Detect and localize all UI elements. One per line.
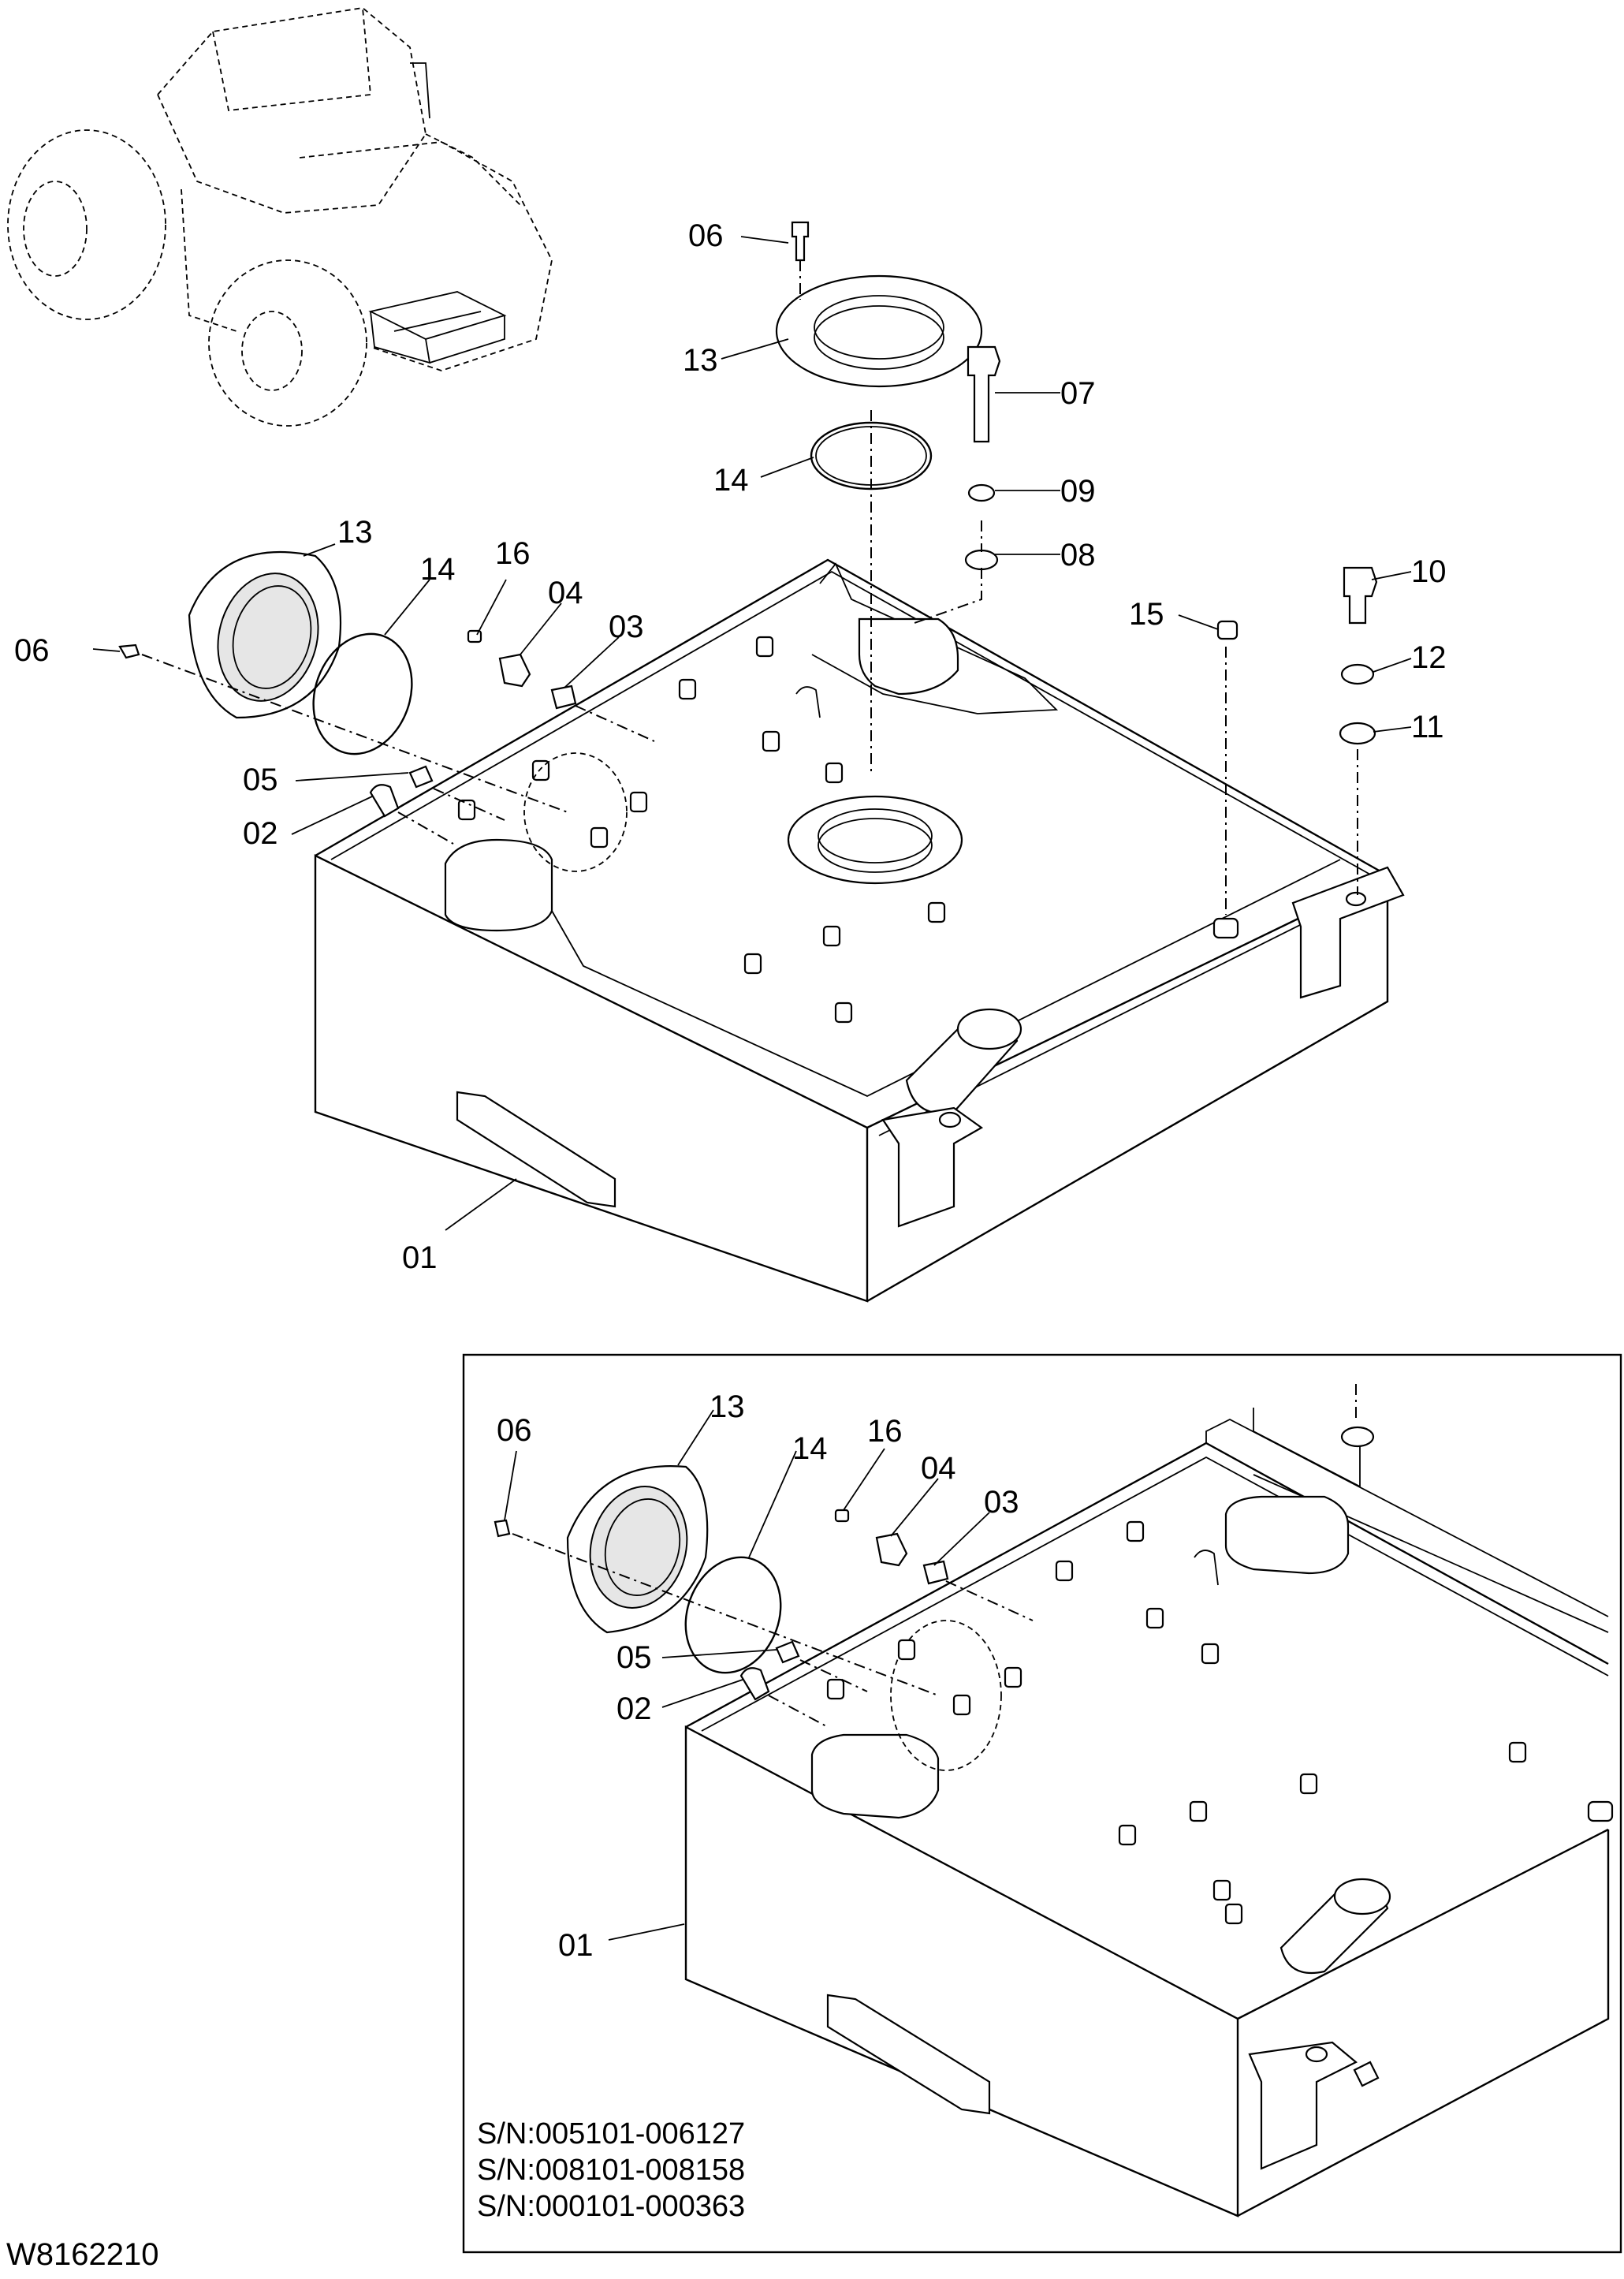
- bolt-07: [967, 345, 1001, 443]
- oring-14-side: [312, 632, 413, 755]
- callout-14-side: 14: [420, 552, 456, 587]
- washer-09: [967, 483, 996, 502]
- nut-16: [467, 629, 482, 643]
- inset-callout-13: 13: [710, 1389, 745, 1424]
- callout-09: 09: [1060, 474, 1096, 509]
- callout-05: 05: [243, 763, 278, 797]
- machine-locator-sketch: [7, 7, 553, 427]
- bolt-06-inset: [494, 1519, 511, 1538]
- plug-05-inset: [775, 1640, 800, 1664]
- callout-13-side: 13: [337, 515, 373, 550]
- callout-01: 01: [402, 1240, 438, 1275]
- valve-04-inset: [875, 1532, 908, 1567]
- callout-08: 08: [1060, 538, 1096, 573]
- serial-number-1: S/N:005101-006127: [477, 2117, 745, 2150]
- inset-callout-04: 04: [921, 1451, 956, 1486]
- fuel-tank-inset: [684, 1418, 1614, 2217]
- callout-07: 07: [1060, 376, 1096, 411]
- callout-06-top: 06: [688, 218, 724, 253]
- flange-13-inset: [566, 1465, 709, 1634]
- oring-14-inset: [684, 1556, 782, 1674]
- callout-11: 11: [1411, 710, 1444, 744]
- flange-13-side: [188, 550, 342, 719]
- callout-04: 04: [548, 576, 583, 610]
- main-view: 06 13 14 07 09 08 10 12 11 15 13 14 16 0…: [14, 218, 1447, 1303]
- inset-callout-05: 05: [616, 1640, 652, 1675]
- inset-callout-16: 16: [867, 1414, 903, 1449]
- callout-15: 15: [1129, 597, 1164, 632]
- bolt-06-side: [118, 643, 140, 659]
- bolt-06-top: [791, 221, 810, 262]
- drawing-code: W8162210: [6, 2237, 158, 2272]
- inset-callout-06: 06: [497, 1413, 532, 1448]
- fitting-03: [550, 684, 577, 710]
- bolt-10: [1343, 566, 1378, 625]
- callout-10: 10: [1411, 554, 1447, 589]
- washer-11: [1339, 722, 1376, 745]
- washer-08: [964, 549, 999, 571]
- plug-05: [408, 765, 434, 789]
- inset-callout-02: 02: [616, 1692, 652, 1726]
- callout-06-side: 06: [14, 633, 50, 668]
- callout-13-top: 13: [683, 343, 718, 378]
- callout-14-top: 14: [713, 463, 749, 498]
- elbow-02: [369, 784, 400, 818]
- inset-view: 06 13 14 16 04 03 05 02 01 S/N:005101-00…: [462, 1353, 1622, 2254]
- nut-16-inset: [834, 1509, 850, 1523]
- callout-16: 16: [495, 536, 531, 571]
- callout-03: 03: [609, 610, 644, 644]
- washer-12: [1340, 663, 1375, 685]
- inset-callout-01: 01: [558, 1928, 594, 1963]
- elbow-02-inset: [739, 1667, 770, 1701]
- fuel-tank-main: [314, 558, 1405, 1303]
- valve-04: [498, 653, 531, 688]
- serial-number-2: S/N:008101-008158: [477, 2154, 745, 2187]
- serial-number-3: S/N:000101-000363: [477, 2190, 745, 2223]
- inset-callout-14: 14: [792, 1431, 828, 1466]
- nut-15: [1216, 620, 1238, 640]
- callout-02: 02: [243, 816, 278, 851]
- flange-13-top: [775, 274, 983, 388]
- callout-12: 12: [1411, 640, 1447, 675]
- inset-frame: [462, 1353, 1622, 2254]
- inset-callout-03: 03: [984, 1485, 1019, 1520]
